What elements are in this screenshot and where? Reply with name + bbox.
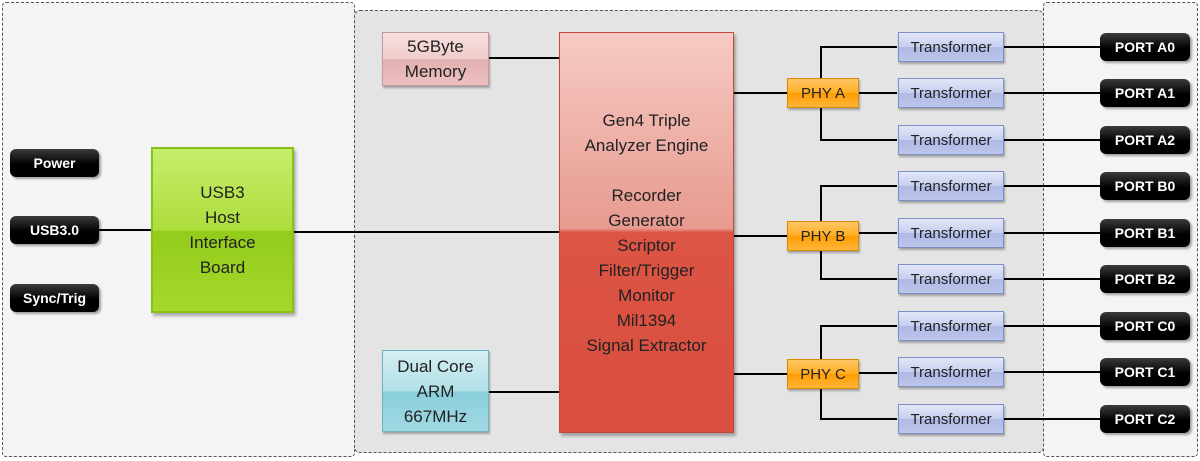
engine-line: Recorder — [611, 185, 682, 205]
engine-line: Filter/Trigger — [598, 260, 695, 280]
port-b1: PORT B1 — [1100, 219, 1190, 247]
usb-host-interface-board: USB3 Host Interface Board — [151, 147, 294, 313]
usb-board-line: Board — [199, 258, 246, 277]
usb-board-line: Interface — [189, 233, 256, 252]
engine-line: Analyzer Engine — [584, 135, 709, 155]
engine-line: Signal Extractor — [586, 335, 707, 355]
analyzer-engine-block: Gen4 Triple Analyzer Engine Recorder Gen… — [559, 32, 734, 433]
engine-line: Scriptor — [617, 235, 676, 255]
phy-b: PHY B — [787, 221, 859, 251]
usb-board-line: USB3 — [200, 183, 245, 202]
phy-c: PHY C — [787, 359, 859, 389]
engine-line: Generator — [608, 210, 685, 230]
transformer-b2: Transformer — [898, 264, 1004, 294]
memory-block: 5GByte Memory — [382, 32, 489, 86]
cpu-line: 667MHz — [403, 406, 468, 426]
transformer-a0: Transformer — [898, 32, 1004, 62]
port-a0: PORT A0 — [1100, 33, 1190, 61]
engine-line: Mil1394 — [616, 310, 677, 330]
engine-line: Gen4 Triple — [602, 110, 691, 130]
port-b2: PORT B2 — [1100, 265, 1190, 293]
transformer-c2: Transformer — [898, 404, 1004, 434]
port-sync-trig: Sync/Trig — [10, 284, 99, 312]
memory-line: Memory — [404, 62, 467, 81]
cpu-line: Dual Core — [397, 356, 474, 376]
phy-a: PHY A — [787, 78, 859, 108]
port-usb3: USB3.0 — [10, 216, 99, 244]
port-c2: PORT C2 — [1100, 405, 1190, 433]
arm-cpu-block: Dual Core ARM 667MHz — [382, 350, 489, 432]
port-a1: PORT A1 — [1100, 79, 1190, 107]
engine-line: Monitor — [618, 285, 675, 305]
transformer-b0: Transformer — [898, 171, 1004, 201]
port-power: Power — [10, 149, 99, 177]
port-b0: PORT B0 — [1100, 172, 1190, 200]
port-c1: PORT C1 — [1100, 358, 1190, 386]
transformer-c1: Transformer — [898, 357, 1004, 387]
memory-line: 5GByte — [407, 37, 464, 56]
transformer-a1: Transformer — [898, 78, 1004, 108]
port-a2: PORT A2 — [1100, 126, 1190, 154]
port-c0: PORT C0 — [1100, 312, 1190, 340]
transformer-b1: Transformer — [898, 218, 1004, 248]
cpu-line: ARM — [416, 381, 455, 401]
transformer-c0: Transformer — [898, 311, 1004, 341]
usb-board-line: Host — [205, 208, 240, 227]
transformer-a2: Transformer — [898, 125, 1004, 155]
